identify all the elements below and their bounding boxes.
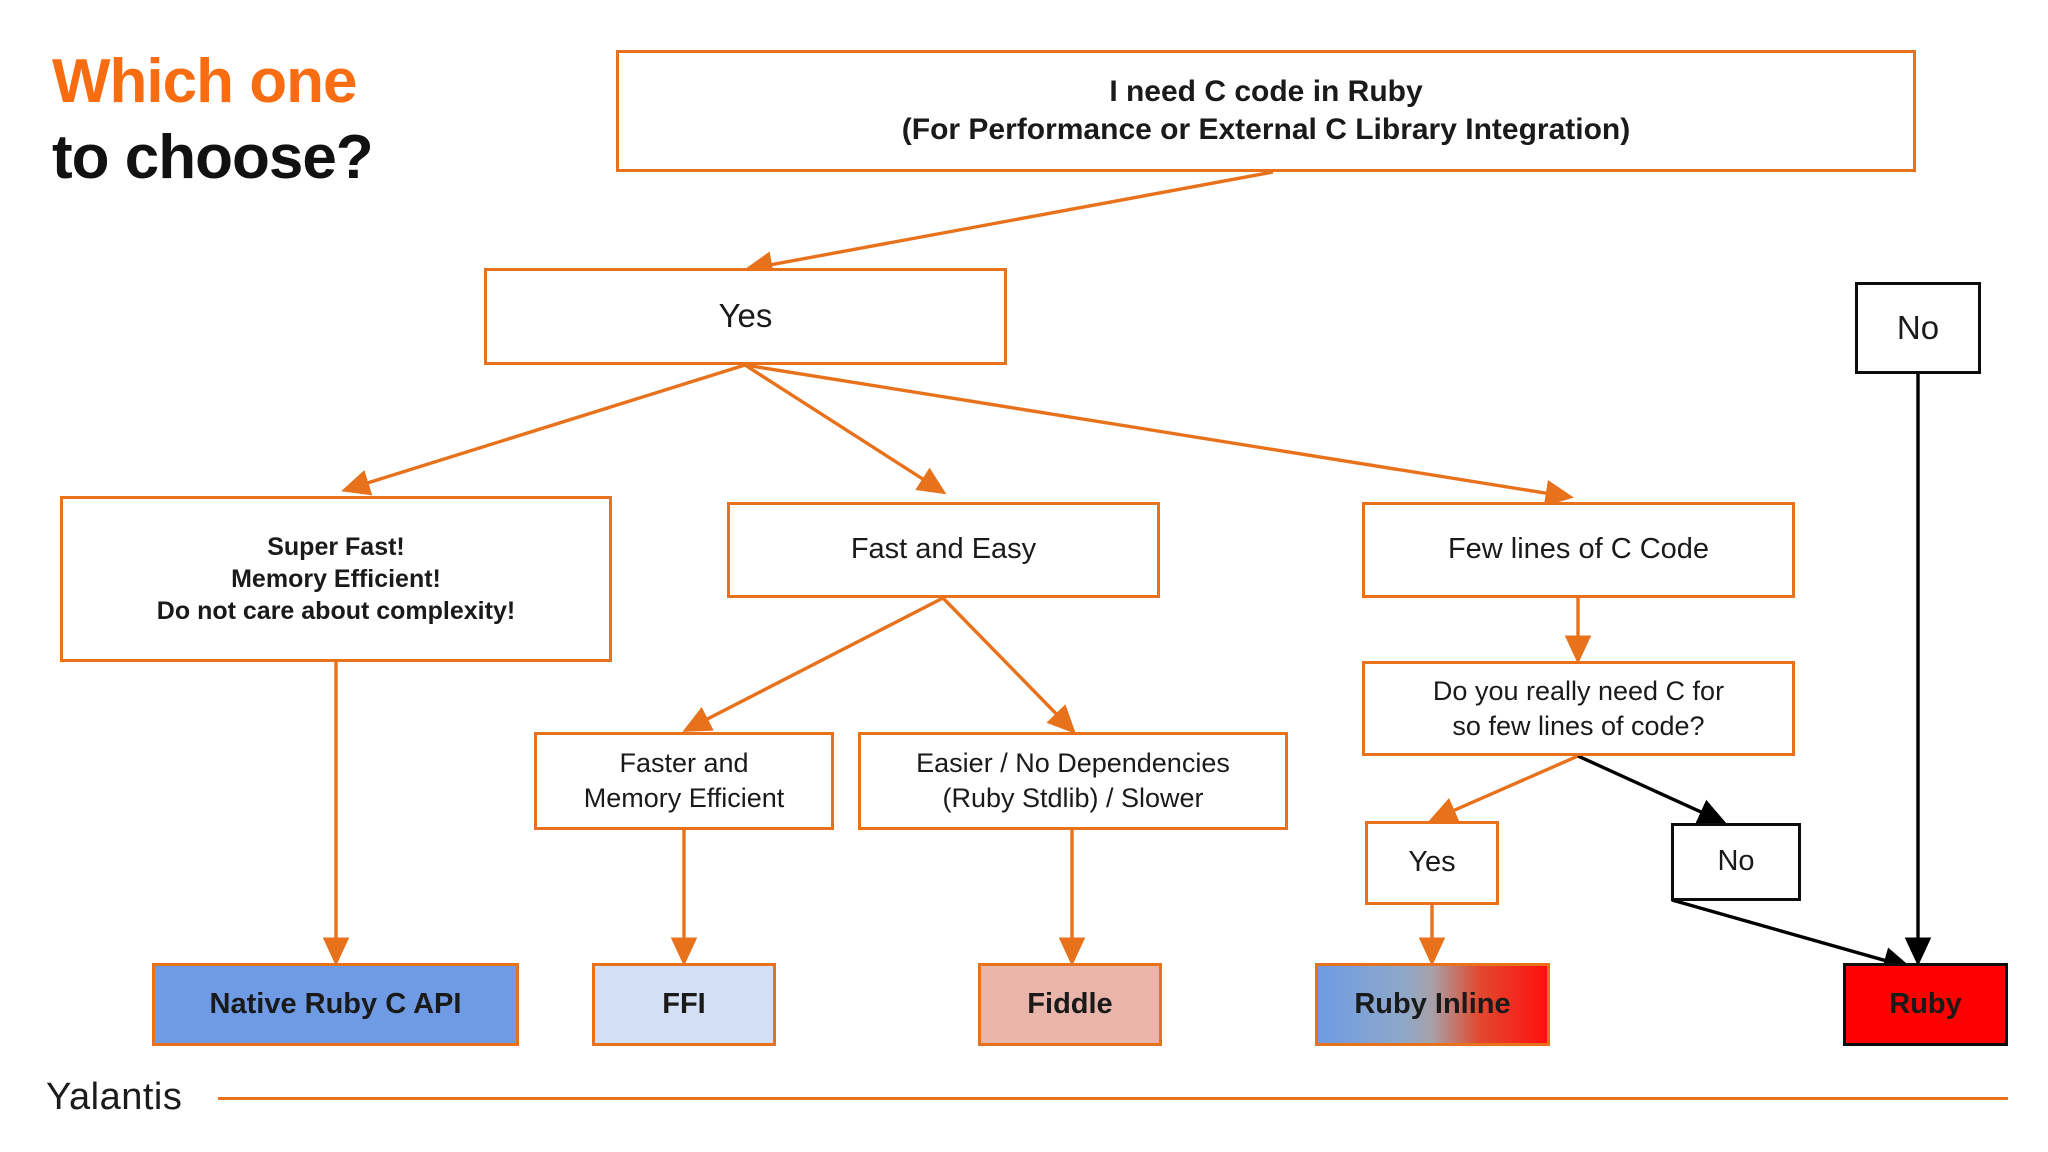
result-native-ruby-c-api[interactable]: Native Ruby C API: [152, 963, 519, 1046]
node-faster-mem-line-2: Memory Efficient: [583, 783, 785, 813]
node-no-top-label: No: [1896, 308, 1940, 346]
result-fiddle[interactable]: Fiddle: [978, 963, 1162, 1046]
result-ruby[interactable]: Ruby: [1843, 963, 2008, 1046]
edge-fastandeasy-easierdep: [941, 596, 1076, 734]
footer-divider: [218, 1097, 2008, 1100]
node-few-lines-of-c-code[interactable]: Few lines of C Code: [1362, 502, 1795, 598]
result-ffi-label: FFI: [662, 987, 706, 1020]
node-super-fast-line-1: Super Fast!: [267, 533, 405, 561]
brand-logo: Yalantis: [46, 1076, 183, 1118]
edge-reallyneed-yes: [1428, 754, 1579, 823]
node-no-top[interactable]: No: [1855, 282, 1981, 374]
node-faster-and-memory-efficient[interactable]: Faster and Memory Efficient: [534, 732, 834, 830]
node-yes-top[interactable]: Yes: [484, 268, 1007, 365]
node-super-fast-line-2: Memory Efficient!: [231, 565, 441, 593]
edge-yes-fastandeasy: [744, 363, 947, 495]
node-root-line-1: I need C code in Ruby: [1109, 74, 1423, 108]
node-fast-and-easy-label: Fast and Easy: [850, 533, 1037, 566]
page-title: Which one to choose?: [52, 44, 612, 195]
node-faster-mem-line-1: Faster and: [619, 748, 749, 779]
edge-noinner-ruby: [1671, 898, 1912, 974]
node-super-fast[interactable]: Super Fast! Memory Efficient! Do not car…: [60, 496, 612, 662]
node-no-inner-label: No: [1717, 845, 1755, 878]
edge-root-yes: [743, 170, 1274, 278]
result-ruby-inline-label: Ruby Inline: [1354, 987, 1511, 1020]
node-really-need-line-1: Do you really need C for: [1432, 675, 1725, 706]
node-really-need-line-2: so few lines of code?: [1452, 710, 1705, 741]
node-few-lines-label: Few lines of C Code: [1447, 533, 1710, 566]
result-native-api-label: Native Ruby C API: [209, 987, 462, 1020]
node-do-you-really-need-c[interactable]: Do you really need C for so few lines of…: [1362, 661, 1795, 756]
node-easier-no-dependencies[interactable]: Easier / No Dependencies (Ruby Stdlib) /…: [858, 732, 1288, 830]
result-ruby-inline[interactable]: Ruby Inline: [1315, 963, 1550, 1046]
result-ffi[interactable]: FFI: [592, 963, 776, 1046]
node-fast-and-easy[interactable]: Fast and Easy: [727, 502, 1160, 598]
edge-yes-fewlines: [744, 363, 1575, 507]
node-yes-top-label: Yes: [718, 297, 773, 335]
node-super-fast-line-3: Do not care about complexity!: [156, 597, 516, 625]
node-root-line-2: (For Performance or External C Library I…: [901, 113, 1631, 146]
result-ruby-label: Ruby: [1889, 987, 1962, 1020]
node-yes-inner-label: Yes: [1408, 846, 1456, 879]
page-title-line-2: to choose?: [52, 122, 374, 192]
node-easier-dep-line-1: Easier / No Dependencies: [916, 748, 1230, 779]
node-no-inner[interactable]: No: [1671, 823, 1801, 901]
edge-reallyneed-no: [1577, 754, 1727, 824]
result-fiddle-label: Fiddle: [1027, 987, 1113, 1020]
node-easier-dep-line-2: (Ruby Stdlib) / Slower: [942, 783, 1204, 813]
edge-yes-superfast: [341, 363, 746, 496]
page-title-line-1: Which one: [52, 47, 357, 116]
node-yes-inner[interactable]: Yes: [1365, 821, 1499, 905]
edge-fastandeasy-fastermem: [682, 596, 944, 732]
node-root[interactable]: I need C code in Ruby (For Performance o…: [616, 50, 1916, 172]
